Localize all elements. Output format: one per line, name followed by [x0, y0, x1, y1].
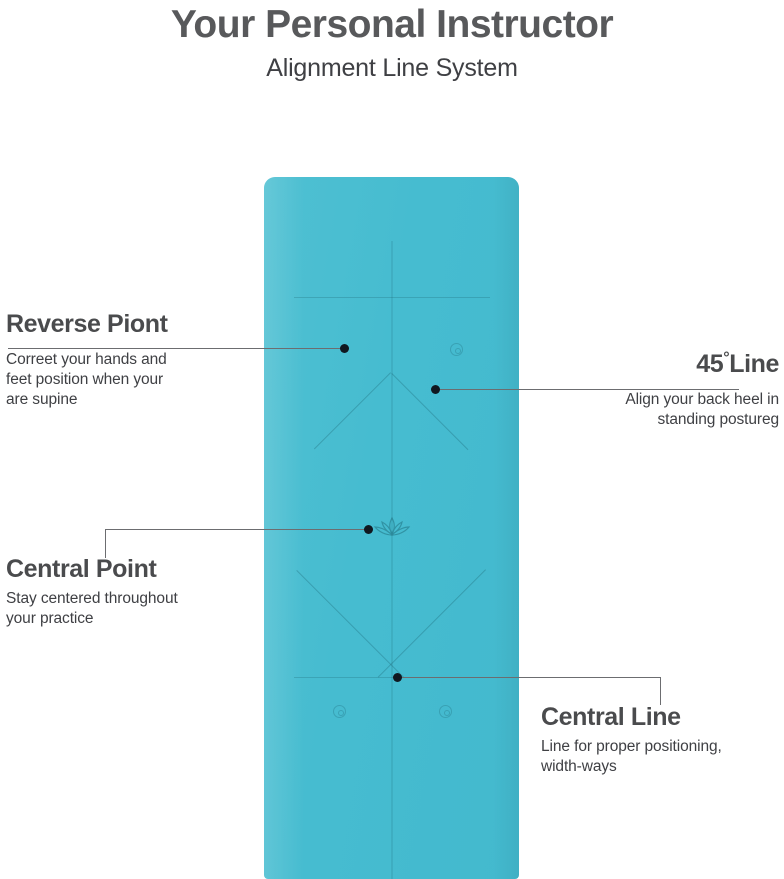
lower-right-diagonal-line [377, 569, 486, 678]
leader-line-central-point-horizontal [105, 529, 370, 530]
callout-dot-central-point [364, 525, 373, 534]
callout-description-45-line: Align your back heel in standing posture… [625, 391, 779, 428]
header: Your Personal Instructor Alignment Line … [0, 0, 784, 84]
callout-title-45-number: 45 [696, 350, 724, 378]
yoga-mat [264, 177, 519, 879]
leader-line-central-line-horizontal [399, 677, 661, 678]
lower-left-circle-marker [333, 705, 346, 718]
callout-dot-central-line [393, 673, 402, 682]
leader-line-45-line [437, 389, 739, 390]
leader-line-reverse-point [8, 348, 345, 349]
callout-dot-reverse-point [340, 344, 349, 353]
leader-line-central-point-vertical [105, 529, 106, 558]
callout-title-central-point: Central Point [6, 555, 157, 583]
callout-45-line: 45°Line Align your back heel in standing… [489, 350, 779, 430]
callout-description-reverse-point: Correet your hands and feet position whe… [6, 351, 167, 408]
upper-right-diagonal-line [391, 373, 469, 451]
callout-central-line: Central Line Line for proper positioning… [541, 703, 784, 777]
lotus-icon [369, 515, 415, 546]
degree-symbol-icon: ° [723, 349, 730, 367]
upper-right-circle-marker [450, 343, 463, 356]
callout-title-reverse-point: Reverse Piont [6, 310, 168, 338]
callout-title-central-line: Central Line [541, 703, 681, 731]
upper-left-diagonal-line [313, 372, 391, 450]
leader-line-central-line-vertical [660, 677, 661, 705]
callout-reverse-point: Reverse Piont Correet your hands and fee… [6, 310, 256, 410]
callout-dot-45-line [431, 385, 440, 394]
lower-right-circle-marker [439, 705, 452, 718]
page-title: Your Personal Instructor [170, 3, 614, 46]
callout-title-45-line: 45°Line [489, 350, 779, 379]
upper-horizontal-line [294, 297, 490, 298]
callout-description-central-line: Line for proper positioning, width-ways [541, 738, 722, 775]
lower-left-diagonal-line [296, 570, 405, 679]
page-subtitle: Alignment Line System [266, 54, 518, 82]
callout-description-central-point: Stay centered throughout your practice [6, 590, 178, 627]
center-vertical-line [391, 241, 392, 879]
mat-shadow [493, 177, 519, 879]
callout-title-45-word: Line [729, 350, 779, 378]
callout-central-point: Central Point Stay centered throughout y… [6, 555, 266, 629]
mat-highlight [264, 177, 304, 879]
